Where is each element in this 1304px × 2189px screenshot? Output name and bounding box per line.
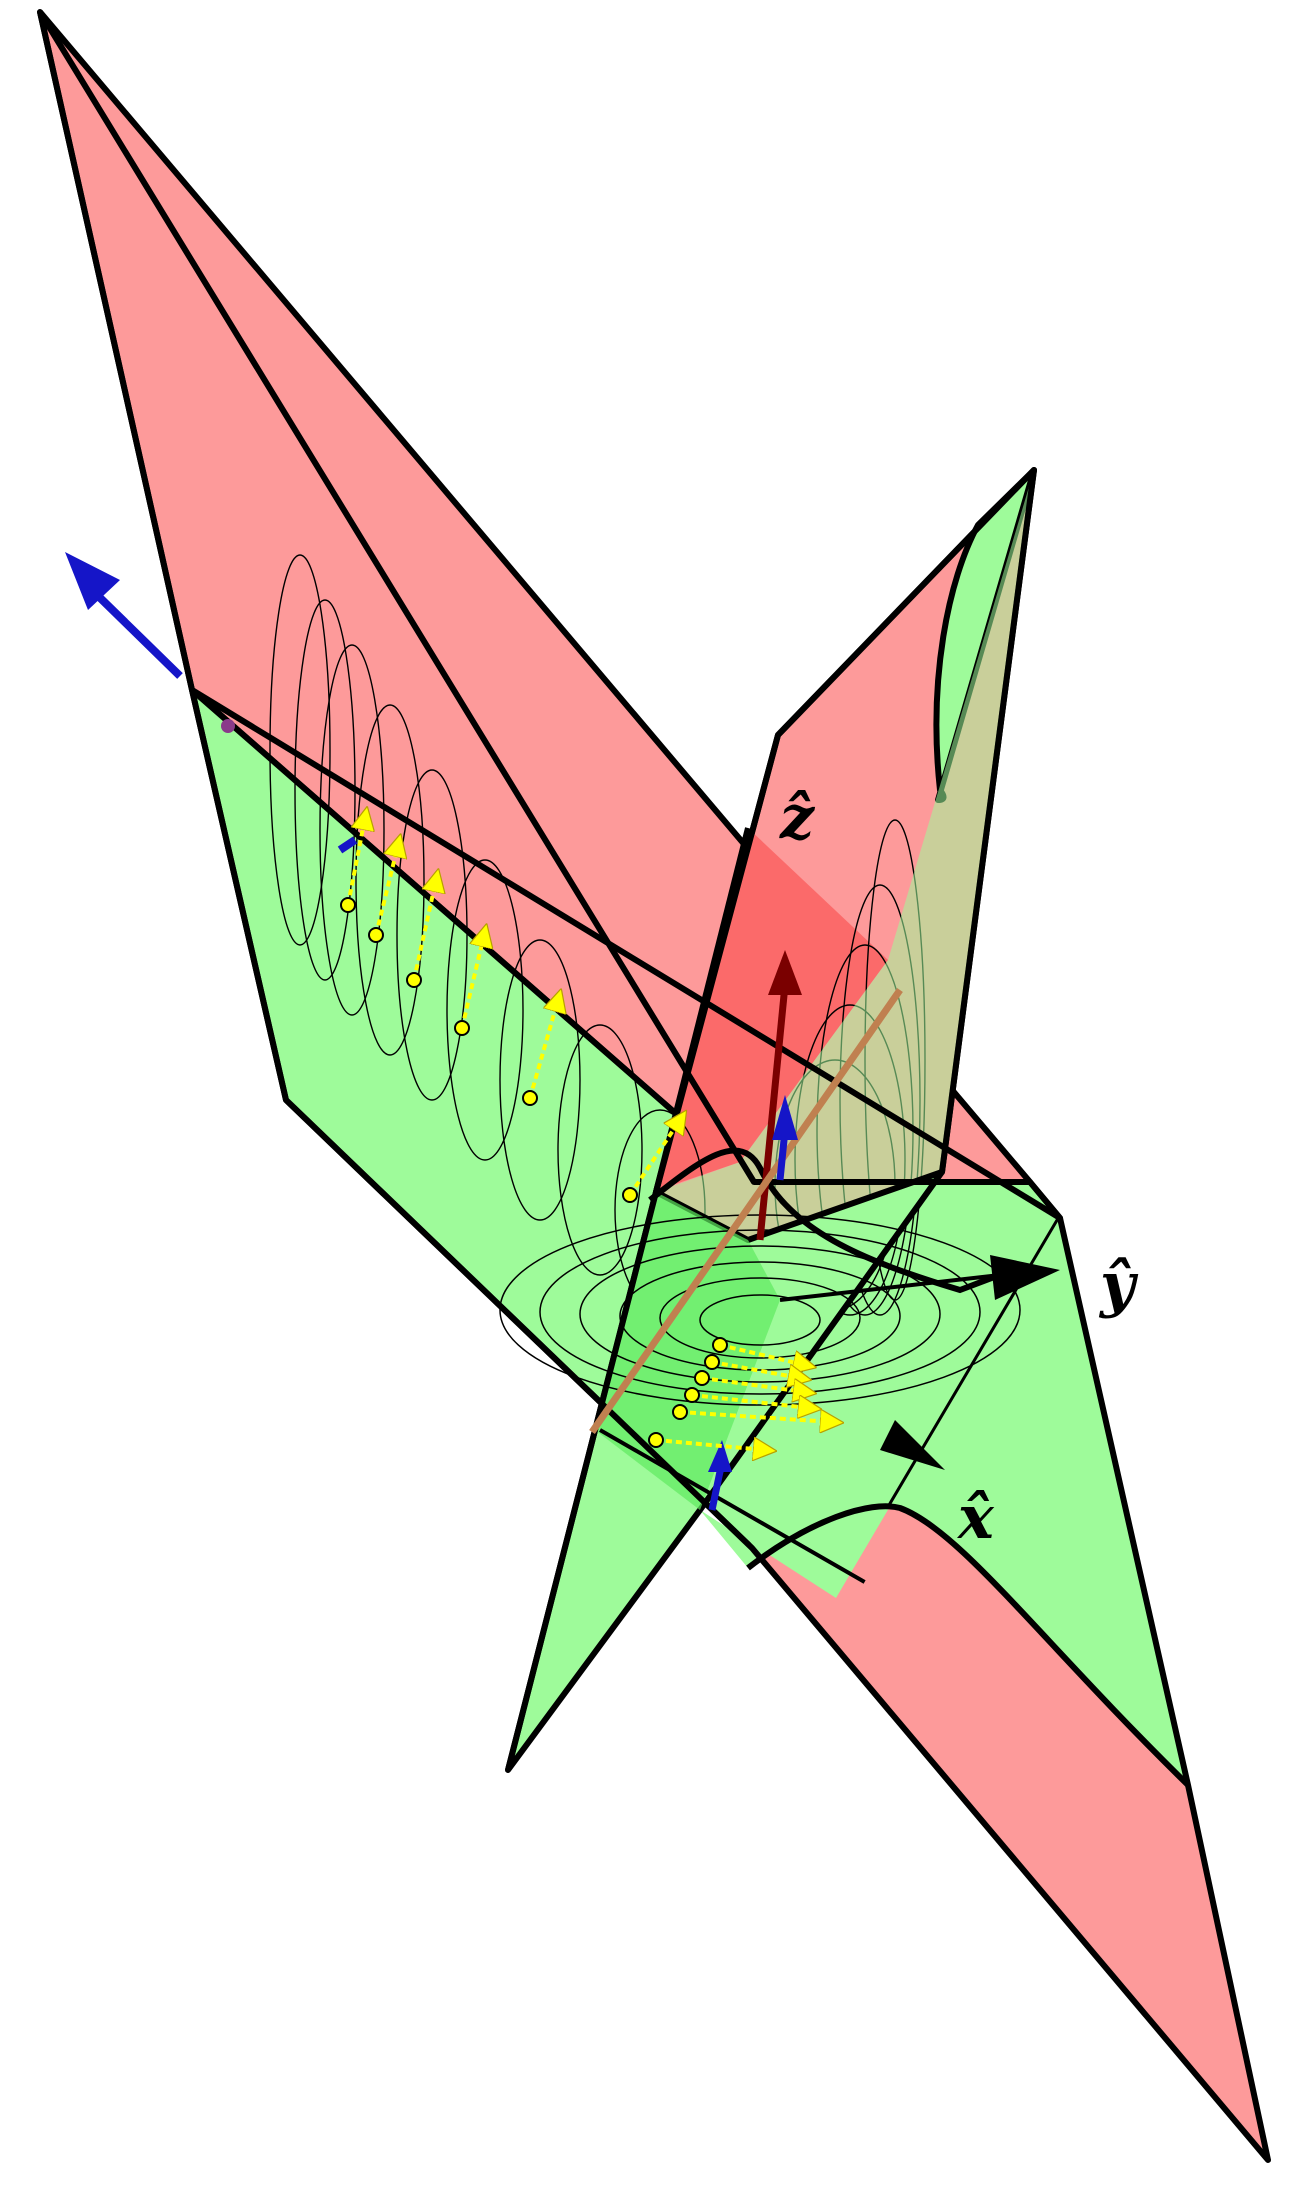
blue-arrow-icon (772, 1095, 798, 1140)
vector-marker (454, 935, 484, 1036)
large-plane-outline (37, 10, 1271, 2163)
vector-marker (672, 1404, 832, 1422)
z-axis (756, 950, 802, 1241)
orbit-ellipses (499, 1214, 1021, 1406)
x-axis-label: x̂ (956, 1483, 995, 1553)
intersection-region (658, 828, 888, 1190)
blue-arrow-icon (65, 552, 120, 610)
blue-arrow-icon (708, 1440, 732, 1472)
vector-marker (340, 818, 365, 913)
vector-marker (522, 1000, 558, 1106)
y-axis-label: ŷ (1098, 1250, 1139, 1320)
large-plane-lower-band (748, 1506, 1268, 2160)
y-axis-arrowhead-icon (990, 1255, 1060, 1300)
vector-marker (648, 1432, 765, 1450)
z-axis-arrowhead-icon (768, 950, 802, 995)
vector-marker (622, 1120, 680, 1203)
plane-intersection-edge (190, 687, 1062, 1221)
normal-vector-top (772, 1095, 798, 1181)
large-plane-green-band (700, 1218, 1188, 1785)
vertical-plane-outline (505, 467, 1037, 1771)
principal-direction-line (589, 987, 903, 1435)
vector-markers-upper (340, 818, 680, 1203)
spiral-trajectory-left (269, 554, 706, 1311)
fixed-point-marker (221, 719, 235, 733)
vector-marker (712, 1337, 805, 1365)
vector-marker (694, 1370, 805, 1392)
vector-markers-lower (648, 1337, 832, 1450)
x-axis-arrowhead-icon (880, 1420, 945, 1470)
y-axis (779, 1255, 1060, 1302)
vector-marker (368, 845, 398, 943)
vector-marker (406, 880, 436, 988)
x-axis (599, 1420, 945, 1584)
z-axis-label: ẑ (779, 783, 816, 853)
separatrix-curve-lower (746, 1503, 1191, 1788)
normal-vector-bottom (708, 1440, 732, 1511)
vector-marker (684, 1387, 810, 1408)
vector-marker (704, 1354, 800, 1378)
central-stable-basin (595, 1192, 780, 1510)
normal-vector-main (65, 552, 183, 679)
normal-vector-mid (337, 836, 358, 854)
